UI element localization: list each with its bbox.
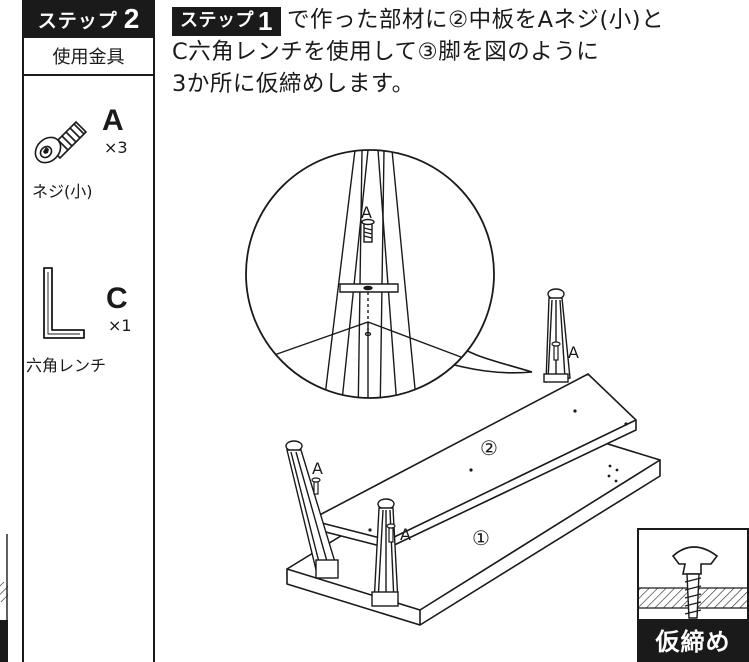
part-a-letter: A bbox=[102, 104, 124, 137]
screw-marker-left bbox=[311, 477, 321, 495]
magnifier-callout bbox=[245, 149, 533, 399]
panel-1-label: ① bbox=[472, 526, 490, 550]
badge-word: ステップ bbox=[180, 10, 254, 31]
leg-back-right bbox=[543, 288, 571, 383]
label-a-right: A bbox=[568, 343, 579, 362]
label-a-left: A bbox=[312, 459, 323, 478]
badge-number: 1 bbox=[258, 6, 273, 36]
step-label: ステップ 2 bbox=[24, 0, 153, 38]
leg-front-left bbox=[285, 440, 339, 579]
instruction-line-3: 3か所に仮締めします。 bbox=[172, 71, 415, 97]
instruction-line-1: で作った部材に②中板をAネジ(小)と bbox=[286, 7, 665, 33]
part-c-name: 六角レンチ bbox=[26, 356, 107, 375]
temporary-tightening-label: 仮締め bbox=[639, 619, 747, 660]
screw-in-wood-icon bbox=[639, 546, 747, 619]
part-c-letter: C bbox=[106, 282, 128, 315]
step-word: ステップ bbox=[37, 9, 118, 32]
hardware-sidebar: ステップ 2 使用金具 A ×3 ネジ(小) bbox=[22, 0, 155, 662]
screw-icon bbox=[34, 120, 88, 164]
hardware-title: 使用金具 bbox=[24, 38, 153, 76]
part-a-name: ネジ(小) bbox=[32, 182, 93, 201]
step-1-badge: ステップ 1 bbox=[172, 6, 281, 36]
label-a-mid: A bbox=[400, 525, 411, 544]
neighbour-fragment bbox=[0, 534, 8, 662]
part-a: A ×3 ネジ(小) bbox=[24, 96, 153, 216]
label-a-magnifier: A bbox=[361, 203, 372, 222]
instruction-text: ステップ 1 で作った部材に②中板をAネジ(小)と C六角レンチを使用して③脚を… bbox=[172, 4, 742, 100]
hole-dots bbox=[368, 409, 628, 532]
instruction-line-2: C六角レンチを使用して③脚を図のように bbox=[172, 39, 600, 65]
temporary-tightening-box: 仮締め bbox=[637, 528, 749, 662]
hex-wrench-icon bbox=[43, 267, 85, 339]
part-c-qty: ×1 bbox=[108, 316, 132, 335]
panel-2-label: ② bbox=[480, 436, 498, 460]
screw-marker-right bbox=[551, 341, 561, 361]
part-c: C ×1 六角レンチ bbox=[24, 262, 153, 382]
step-number: 2 bbox=[123, 3, 140, 34]
screw-marker-mid bbox=[386, 523, 396, 543]
part-a-qty: ×3 bbox=[104, 138, 128, 157]
